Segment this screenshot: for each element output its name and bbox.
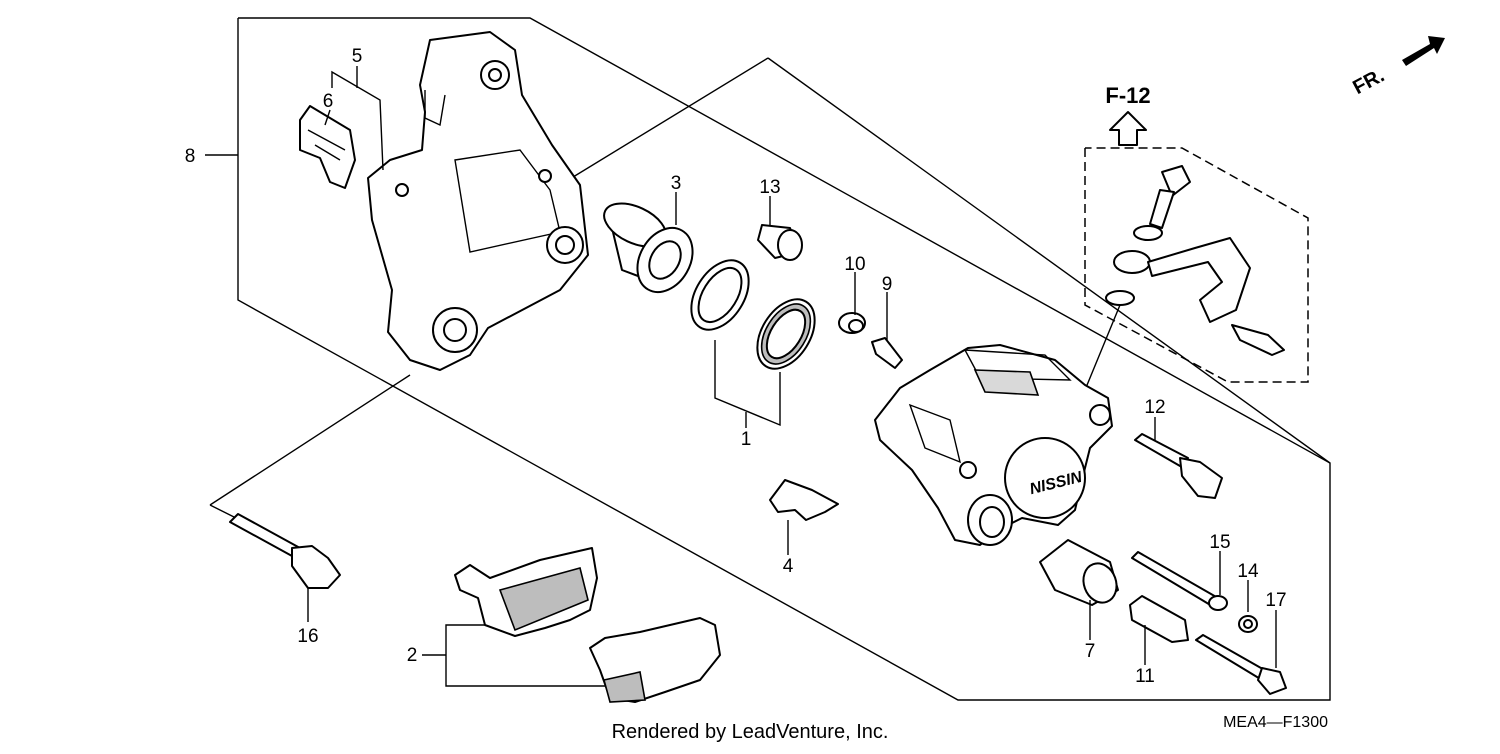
figure-code: MEA4—F1300 [1223, 714, 1328, 731]
caliper-bracket[interactable] [367, 31, 589, 371]
brake-pad-upper[interactable] [454, 547, 598, 637]
callout-13: 13 [759, 177, 780, 198]
direction-label: FR. [1349, 64, 1388, 99]
bracket-bolt-16[interactable] [229, 513, 341, 589]
callout-14: 14 [1237, 561, 1259, 582]
sealing-washer-lower[interactable] [1105, 290, 1135, 306]
bleeder-cap[interactable] [838, 312, 866, 334]
callout-12: 12 [1144, 397, 1165, 418]
callout-7: 7 [1085, 641, 1096, 662]
callout-9: 9 [882, 274, 893, 295]
callout-1: 1 [741, 429, 752, 450]
pin-bolt[interactable] [1134, 433, 1223, 499]
sealing-washer-upper[interactable] [1133, 225, 1163, 241]
brake-hose-box [1084, 147, 1309, 383]
pin-boot[interactable] [757, 224, 803, 261]
piston-seal-small[interactable] [746, 289, 827, 379]
pin-boot-lower[interactable] [1039, 539, 1122, 607]
slide-pin[interactable] [1129, 595, 1189, 643]
callout-11: 11 [1135, 666, 1155, 687]
pad-spring-clip[interactable] [769, 479, 839, 521]
bleeder-screw[interactable] [871, 337, 903, 369]
callout-3: 3 [671, 173, 682, 194]
callout-16: 16 [297, 626, 318, 647]
assembly-boundary [209, 17, 1331, 701]
callout-5: 5 [352, 46, 363, 67]
front-direction-arrow-icon [1402, 36, 1445, 66]
footer-credit: Rendered by LeadVenture, Inc. [612, 721, 889, 743]
reference-label: F-12 [1105, 83, 1150, 108]
callout-15: 15 [1209, 532, 1230, 553]
pad-pin[interactable] [1131, 551, 1228, 611]
oil-bolt[interactable] [1149, 165, 1191, 229]
bracket-bolt-17[interactable] [1195, 634, 1287, 695]
callout-4: 4 [783, 556, 794, 577]
piston-seal-large[interactable] [680, 250, 761, 340]
brake-pad-lower[interactable] [589, 617, 721, 703]
callout-numbers: 1 2 3 4 5 6 7 8 9 10 11 12 13 14 15 16 1… [185, 46, 1287, 687]
caliper-piston[interactable] [597, 195, 703, 302]
pad-retainer-clip[interactable] [299, 105, 356, 189]
caliper-body[interactable]: NISSIN [874, 344, 1113, 546]
callout-8: 8 [185, 146, 196, 167]
callout-2: 2 [407, 645, 418, 666]
pad-pin-plug[interactable] [1238, 615, 1258, 633]
hose-arrow-up-icon [1109, 111, 1147, 146]
callout-17: 17 [1265, 590, 1286, 611]
leader-lines [205, 66, 1277, 687]
hose-banjo-fitting[interactable] [1113, 237, 1285, 356]
callout-6: 6 [323, 91, 334, 112]
callout-10: 10 [844, 254, 865, 275]
